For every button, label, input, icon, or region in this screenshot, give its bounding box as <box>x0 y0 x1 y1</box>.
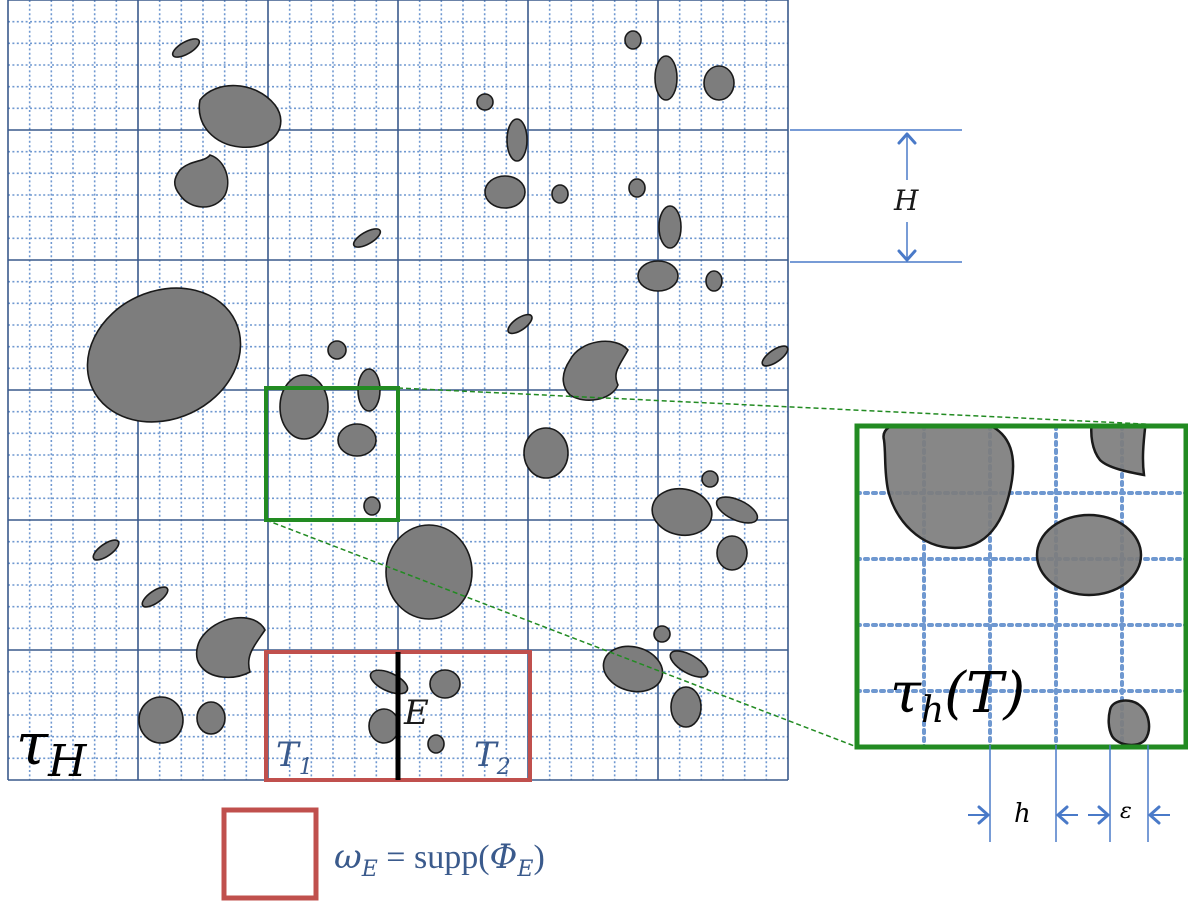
inclusion <box>484 175 526 209</box>
fine-size-dimension <box>968 745 1170 842</box>
inclusions <box>86 30 789 754</box>
inclusion <box>551 184 569 204</box>
zoomed-element-panel <box>854 423 1188 750</box>
arrowhead <box>1056 805 1069 825</box>
T2-label: T2 <box>474 735 511 780</box>
tau-H-label: τH <box>16 710 88 787</box>
arrowhead <box>897 249 917 262</box>
inclusion <box>705 270 723 292</box>
inclusion <box>198 84 282 148</box>
zoom-inclusion <box>1090 426 1147 477</box>
inclusion <box>171 38 201 58</box>
inclusion <box>352 228 382 248</box>
inclusion <box>279 374 329 440</box>
E-label: E <box>403 693 429 733</box>
T1-label: T1 <box>276 735 313 780</box>
coarse-size-dimension <box>790 129 962 263</box>
H-label: H <box>893 184 919 217</box>
inclusion <box>562 340 629 401</box>
legend-support-swatch <box>221 807 319 901</box>
inclusion <box>141 586 169 608</box>
zoom-connector-bottom <box>265 519 858 748</box>
arrowhead <box>1148 805 1161 825</box>
zoom-connector-top <box>397 387 1187 427</box>
zoom-content <box>857 426 1186 747</box>
inclusion <box>138 696 184 744</box>
inclusion <box>670 686 702 728</box>
inclusion <box>385 524 473 620</box>
arrowhead <box>977 805 990 825</box>
inclusion <box>654 55 678 101</box>
inclusion <box>653 625 671 643</box>
inclusion <box>761 345 789 367</box>
zoom-source-box <box>264 386 400 522</box>
inclusion <box>624 30 642 50</box>
arrowhead <box>897 132 917 145</box>
inclusion <box>429 669 461 699</box>
inclusion <box>669 650 709 678</box>
inclusion <box>703 65 735 101</box>
legend-text: ωE = supp(ΦE) <box>334 837 545 882</box>
inclusion <box>86 287 242 423</box>
inclusion <box>651 487 713 537</box>
inclusion <box>195 616 266 679</box>
inclusion <box>363 496 381 516</box>
inclusion <box>92 539 120 561</box>
inclusion <box>173 154 229 208</box>
inclusion <box>506 118 528 162</box>
arrowhead <box>1097 805 1110 825</box>
inclusion <box>628 178 646 198</box>
h-label: h <box>1014 799 1031 829</box>
inclusion <box>716 535 748 571</box>
inclusion <box>327 340 347 360</box>
zoom-inclusion <box>882 426 1015 550</box>
inclusion <box>507 313 533 335</box>
inclusion <box>427 734 445 754</box>
zoom-inclusion <box>1035 513 1143 597</box>
inclusion <box>637 260 679 292</box>
inclusion <box>602 645 664 693</box>
inclusion <box>368 708 400 744</box>
inclusion <box>476 93 494 111</box>
zoom-panel-border <box>854 423 1188 750</box>
inclusion <box>337 423 377 457</box>
inclusion <box>715 496 759 524</box>
eps-label: ε <box>1120 799 1132 824</box>
zoom-inclusion <box>1107 699 1151 747</box>
inclusion <box>523 427 569 479</box>
inclusion <box>658 205 682 249</box>
tau-h-label: τh(T) <box>890 661 1025 731</box>
inclusion <box>196 701 226 735</box>
inclusion <box>701 470 719 488</box>
